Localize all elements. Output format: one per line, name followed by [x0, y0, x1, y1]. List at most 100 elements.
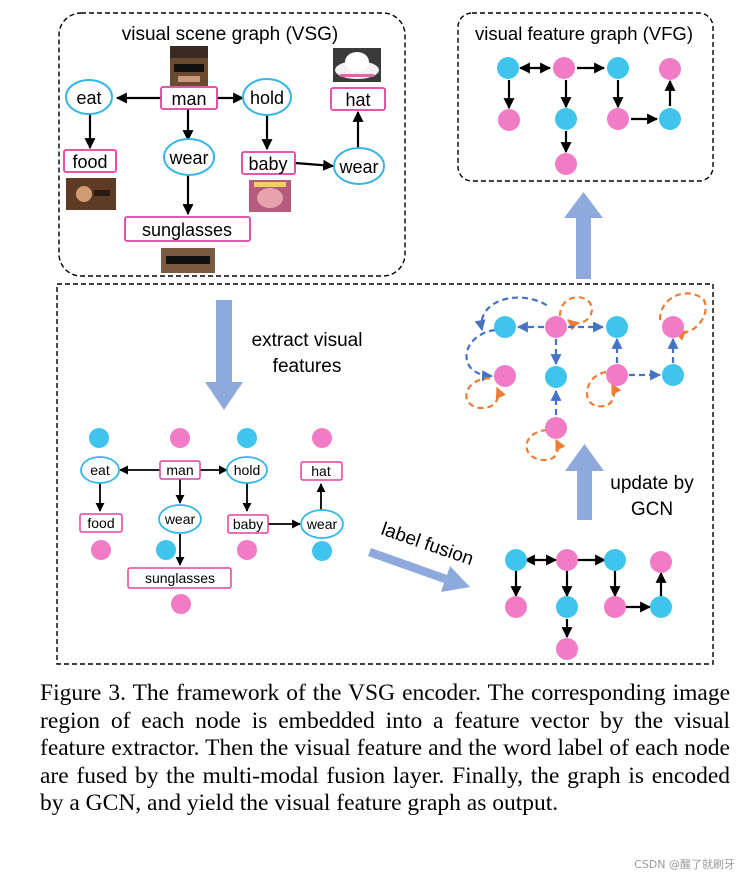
svg-text:wear: wear [338, 157, 378, 177]
svg-text:hat: hat [345, 90, 370, 110]
svg-text:man: man [171, 89, 206, 109]
svg-text:sunglasses: sunglasses [145, 570, 215, 586]
vsg-node-baby: baby [241, 151, 296, 175]
small-node-man: man [159, 460, 201, 480]
vfg-node [497, 57, 519, 79]
baby-photo [249, 180, 291, 212]
svg-text:eat: eat [90, 462, 110, 478]
figure-caption: Figure 3. The framework of the VSG encod… [40, 680, 730, 816]
small-node-sunglasses: sunglasses [127, 567, 232, 589]
feature-dot [91, 540, 111, 560]
small-node-hold: hold [226, 456, 268, 484]
gcn-node [494, 365, 516, 387]
vsg-node-sunglasses: sunglasses [124, 216, 251, 242]
vfg-box [457, 12, 714, 182]
extract-arrow [205, 300, 243, 410]
fused-node [604, 596, 626, 618]
vfg-node [555, 153, 577, 175]
feature-dot [312, 541, 332, 561]
label-fusion-arrow [368, 548, 470, 592]
gcn-node [606, 364, 628, 386]
update-text-line2: GCN [631, 499, 673, 520]
vfg-title: visual feature graph (VFG) [475, 23, 693, 44]
small-node-hat: hat [300, 461, 343, 481]
gcn-loop-orange-5 [525, 428, 566, 462]
svg-text:sunglasses: sunglasses [142, 220, 232, 240]
gcn-loop-orange-3 [585, 370, 622, 408]
watermark: CSDN @醒了就刷牙 [634, 858, 735, 871]
vsg-node-hold: hold [242, 78, 292, 116]
feature-dot [237, 540, 257, 560]
sunglasses-photo [161, 248, 215, 273]
vfg-node [659, 58, 681, 80]
gcn-node [662, 364, 684, 386]
gcn-node [545, 366, 567, 388]
vfg-node [607, 57, 629, 79]
fused-node [556, 596, 578, 618]
encoder-box [56, 283, 714, 665]
gcn-loop-orange-1 [558, 296, 594, 331]
vfg-node [498, 109, 520, 131]
encoder-panel: extract visual features label fusion upd… [56, 192, 714, 665]
vfg-node [607, 108, 629, 130]
svg-text:hold: hold [250, 88, 284, 108]
feature-dot [237, 428, 257, 448]
small-node-wear-2: wear [300, 509, 344, 539]
gcn-node [606, 316, 628, 338]
vfg-node [553, 57, 575, 79]
small-node-wear-1: wear [158, 504, 202, 534]
vfg-panel: visual feature graph (VFG) [457, 12, 714, 182]
small-node-food: food [79, 513, 123, 533]
vfg-node [555, 108, 577, 130]
feature-dot [156, 540, 176, 560]
food-photo [66, 178, 116, 210]
fused-node [556, 638, 578, 660]
feature-dot [89, 428, 109, 448]
svg-text:food: food [72, 152, 107, 172]
vsg-node-man: man [160, 86, 218, 110]
fused-node [505, 596, 527, 618]
fused-node [650, 551, 672, 573]
gcn-loop-orange-4 [658, 292, 707, 341]
update-arrow [565, 444, 604, 520]
vsg-panel: visual scene graph (VSG) [58, 12, 406, 277]
vsg-node-food: food [63, 149, 117, 173]
feature-dot [312, 428, 332, 448]
feature-dot [171, 594, 191, 614]
vsg-title: visual scene graph (VSG) [122, 24, 339, 45]
svg-text:wear: wear [164, 511, 196, 527]
fused-node [505, 549, 527, 571]
vsg-node-hat: hat [330, 87, 386, 111]
svg-text:hold: hold [234, 462, 260, 478]
fused-node [604, 549, 626, 571]
gcn-node [662, 316, 684, 338]
gcn-node [545, 316, 567, 338]
vfg-node [659, 108, 681, 130]
fused-node [556, 549, 578, 571]
update-text-line1: update by [610, 473, 694, 494]
svg-text:baby: baby [248, 154, 287, 174]
man-face-photo [170, 46, 208, 86]
svg-text:wear: wear [168, 148, 208, 168]
vsg-encoder-diagram: visual scene graph (VSG) [56, 12, 714, 665]
svg-text:hat: hat [311, 463, 331, 479]
gcn-loop-orange-2 [465, 376, 506, 410]
svg-text:wear: wear [306, 516, 338, 532]
gcn-loop-blue-2 [465, 328, 496, 382]
small-node-baby: baby [227, 514, 269, 534]
vsg-node-wear-2: wear [333, 147, 385, 185]
gcn-node [494, 316, 516, 338]
gcn-node [545, 417, 567, 439]
vsg-node-wear-1: wear [163, 138, 215, 176]
edge-baby-wear [294, 159, 335, 171]
svg-text:food: food [87, 515, 114, 531]
small-node-eat: eat [80, 456, 120, 484]
svg-text:man: man [166, 462, 193, 478]
svg-text:baby: baby [233, 516, 263, 532]
extract-text-line1: extract visual [252, 330, 363, 351]
fused-node [650, 596, 672, 618]
hat-photo [333, 48, 381, 82]
feature-dot [170, 428, 190, 448]
vsg-node-eat: eat [65, 79, 113, 115]
output-arrow [564, 192, 603, 279]
